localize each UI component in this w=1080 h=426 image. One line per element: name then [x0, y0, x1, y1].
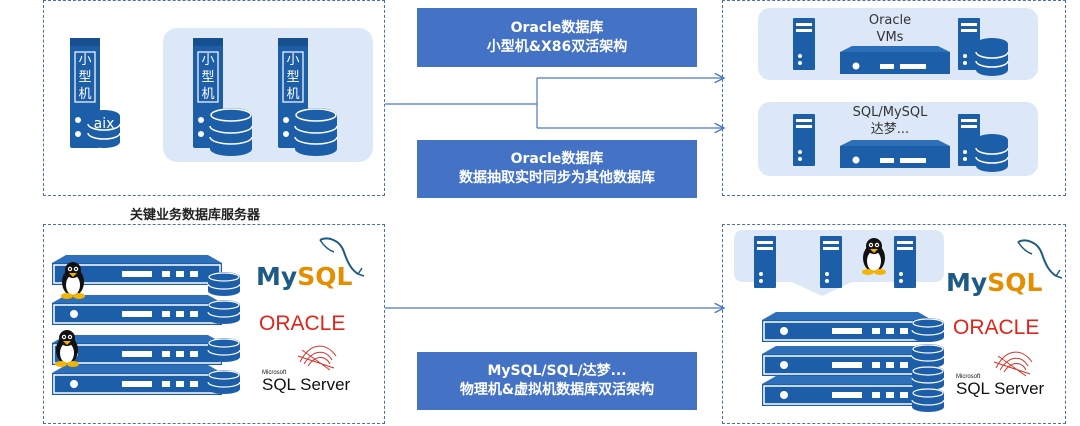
minicomputer-label: 小 型 机: [74, 52, 96, 103]
vm-label-line: SQL/MySQL: [852, 105, 928, 120]
vm-tower-icon: [793, 18, 815, 70]
minicomputer-char: 小: [78, 53, 92, 68]
database-stack-icon: [911, 317, 945, 413]
vm-label-line: Oracle: [868, 13, 912, 28]
mysql-logo: MySQL: [256, 262, 352, 291]
minicomputer-char: 型: [286, 70, 300, 85]
mysql-logo: MySQL: [946, 268, 1042, 297]
database-icon: [975, 133, 1009, 173]
sqlserver-logo-ms: Microsoft: [956, 374, 981, 380]
vm-label-line: VMs: [876, 30, 904, 45]
mysql-logo-my: My: [256, 262, 298, 291]
vm-host-icon: [840, 140, 950, 168]
minicomputer-char: 型: [78, 70, 92, 85]
banner-line: 数据抽取实时同步为其他数据库: [459, 170, 655, 186]
sqlserver-logo: Microsoft SQL Server: [956, 374, 1044, 399]
mysql-logo-sql: SQL: [987, 268, 1043, 297]
minicomputer-char: 机: [286, 87, 300, 102]
sqlserver-glyph-icon: [993, 351, 1033, 377]
banner-oracle-sync: Oracle数据库 数据抽取实时同步为其他数据库: [417, 140, 697, 198]
sqlserver-logo-name: SQL Server: [262, 375, 351, 394]
oracle-logo: ORACLE: [259, 312, 346, 335]
vm-host-icon: [840, 46, 950, 74]
banner-line: 小型机&X86双活架构: [486, 38, 628, 55]
vm-label: Oracle VMs: [848, 12, 932, 46]
vm-tower-icon: [793, 114, 815, 166]
database-stack-icon: [207, 271, 241, 395]
aix-label: aix: [93, 116, 115, 132]
banner-line: Oracle数据库: [510, 151, 604, 167]
minicomputer-label: 小 型 机: [282, 52, 304, 103]
sqlserver-logo-ms: Microsoft: [262, 370, 287, 376]
sqlserver-glyph-icon: [297, 345, 337, 371]
banner-mysql-dual-active: MySQL/SQL/达梦... 物理机&虚拟机数据库双活架构: [417, 352, 697, 410]
vm-label: SQL/MySQL 达梦...: [838, 104, 942, 138]
banner-oracle-dual-active: Oracle数据库 小型机&X86双活架构: [417, 8, 697, 67]
mysql-logo-sql: SQL: [297, 262, 353, 291]
group-label: 关键业务数据库服务器: [130, 208, 261, 223]
rack-server-stack-icon: [761, 311, 933, 407]
oracle-logo: ORACLE: [953, 316, 1040, 339]
banner-line: MySQL/SQL/达梦...: [487, 363, 627, 379]
vm-tower-icon: [820, 236, 842, 288]
vm-label-line: 达梦...: [870, 122, 910, 137]
banner-line: 物理机&虚拟机数据库双活架构: [459, 382, 655, 398]
sqlserver-logo: Microsoft SQL Server: [262, 370, 350, 395]
minicomputer-char: 机: [78, 87, 92, 102]
minicomputer-char: 小: [201, 53, 215, 68]
banner-line: Oracle数据库: [510, 19, 604, 36]
minicomputer-label: 小 型 机: [197, 52, 219, 103]
minicomputer-char: 小: [286, 53, 300, 68]
vm-tower-icon: [754, 236, 776, 288]
database-icon: [975, 37, 1009, 77]
minicomputer-char: 型: [201, 70, 215, 85]
vm-tower-icon: [894, 236, 916, 288]
mysql-logo-my: My: [946, 268, 988, 297]
minicomputer-char: 机: [201, 87, 215, 102]
sqlserver-logo-name: SQL Server: [956, 379, 1045, 398]
